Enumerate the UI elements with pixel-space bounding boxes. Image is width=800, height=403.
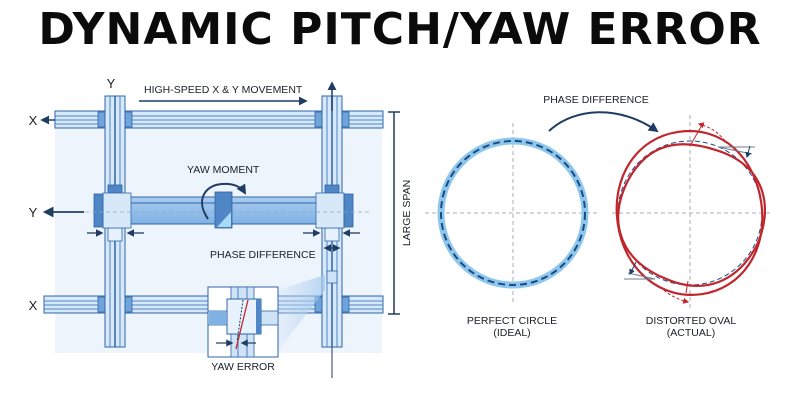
zoom-projection: [277, 275, 325, 352]
x-axis-label-bottom: X: [29, 298, 38, 313]
circle-comparison: PHASE DIFFERENCE PERFECT CIRCLE (IDEAL) …: [425, 94, 772, 339]
ideal-crosshair: [425, 123, 600, 303]
large-span-label: LARGE SPAN: [401, 180, 413, 246]
page-title: DYNAMIC PITCH/YAW ERROR: [38, 4, 762, 55]
error-indicator-bottom: [624, 261, 690, 304]
comparison-phase-difference-label: PHASE DIFFERENCE: [543, 94, 649, 106]
distorted-loop-2: [617, 143, 767, 287]
ideal-circle-path: [440, 140, 586, 286]
actual-label-line1: DISTORTED OVAL: [646, 315, 737, 327]
x-axis-label-top: X: [29, 113, 38, 128]
y-axis-label-mid: Y: [29, 205, 38, 220]
actual-crosshair: [612, 115, 772, 310]
ideal-label-line1: PERFECT CIRCLE: [467, 315, 557, 327]
movement-label: HIGH-SPEED X & Y MOVEMENT: [144, 84, 303, 96]
compression-arrows: [87, 229, 360, 252]
ideal-label-line2: (IDEAL): [493, 327, 530, 339]
distorted-loop-1: [615, 129, 764, 296]
y-axis-label-top: Y: [107, 76, 116, 91]
right-y-column: [321, 95, 343, 378]
large-span-bracket: [388, 111, 400, 315]
error-indicator-top: [689, 122, 755, 159]
yaw-error-label: YAW ERROR: [211, 361, 275, 373]
gantry-phase-difference-label: PHASE DIFFERENCE: [210, 249, 316, 261]
actual-label-line2: (ACTUAL): [667, 327, 715, 339]
gantry-diagram: Y X Y X HIGH-SPEED X & Y MOVEMENT YAW MO…: [29, 76, 413, 378]
cross-beam: [85, 191, 370, 229]
yaw-error-inset: [207, 286, 279, 358]
phase-difference-arrow: [548, 111, 659, 133]
yaw-moment-arrow: [201, 182, 247, 220]
yaw-moment-label: YAW MOMENT: [187, 164, 260, 176]
